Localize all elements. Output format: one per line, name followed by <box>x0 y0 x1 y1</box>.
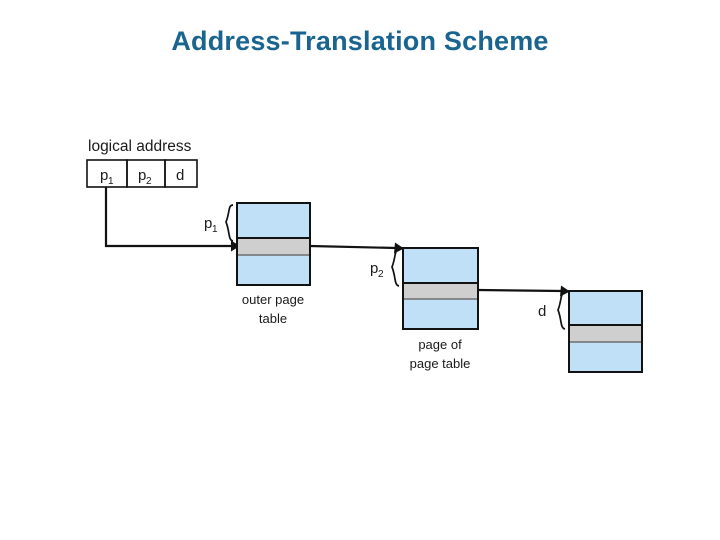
page-of-page-table-block-top <box>403 248 478 283</box>
memory-frame-index-base: d <box>538 303 546 320</box>
memory-frame-outline <box>568 290 643 373</box>
logical-address-cell-p1-base: p <box>100 167 108 184</box>
arrow-p1-to-outer-page-table <box>104 187 231 248</box>
outer-page-table-caption-line1: outer page <box>242 292 304 307</box>
arrow-outer-to-page-of-page-table <box>309 244 397 250</box>
memory-frame-block-top <box>569 291 642 325</box>
page-of-page-table-caption-line1: page of <box>418 337 462 352</box>
outer-page-table-outline <box>236 202 311 286</box>
brace-p2-icon <box>391 249 400 287</box>
memory-frame-block-bottom <box>569 342 642 372</box>
arrow-page-to-memory-frame <box>477 288 563 293</box>
brace-d-icon <box>557 292 566 330</box>
outer-page-table-index-base: p <box>204 215 212 232</box>
page-title: Address-Translation Scheme <box>171 26 549 56</box>
logical-address-cell-p1-sub: 1 <box>108 176 114 187</box>
brace-p1-icon <box>225 204 234 242</box>
arrowhead-p1-to-outer-page-table <box>231 240 240 252</box>
page-of-page-table-outline <box>402 247 479 330</box>
outer-page-table-entry <box>237 238 310 255</box>
page-of-page-table-entry <box>403 283 478 299</box>
outer-page-table-caption-line2: table <box>259 311 287 326</box>
page-of-page-table-block-bottom <box>403 299 478 329</box>
memory-frame-entry <box>569 325 642 342</box>
outer-page-table-index-sub: 1 <box>212 224 218 235</box>
logical-address-caption: logical address <box>88 138 192 155</box>
logical-address-cell-p2-base: p <box>138 167 146 184</box>
page-of-page-table-index-base: p <box>370 260 378 277</box>
logical-address-cell-p2-sub: 2 <box>146 176 152 187</box>
outer-page-table-block-top <box>237 203 310 238</box>
outer-page-table-block-bottom <box>237 255 310 285</box>
logical-address-cell-d-base: d <box>176 167 184 184</box>
page-of-page-table-index-sub: 2 <box>378 269 384 280</box>
logical-address-cell-d <box>164 159 198 188</box>
page-of-page-table-caption-line2: page table <box>410 356 471 371</box>
